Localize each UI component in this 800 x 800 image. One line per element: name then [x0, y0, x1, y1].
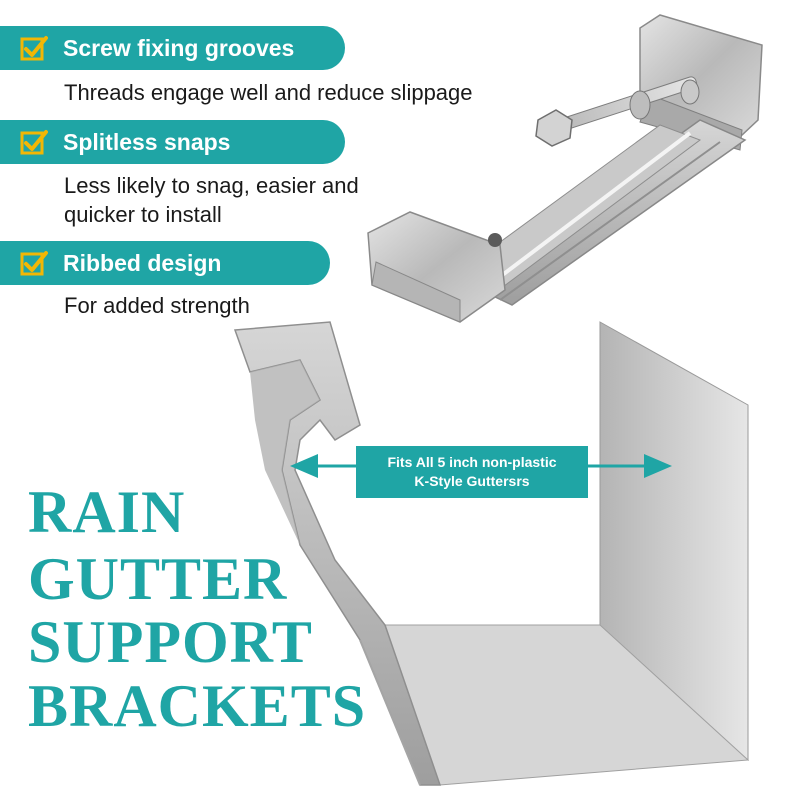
- feature-pill-screw-fixing-grooves: Screw fixing grooves: [0, 26, 345, 70]
- fit-note-box: Fits All 5 inch non-plastic K-Style Gutt…: [356, 446, 588, 498]
- title-line-2: GUTTER: [28, 546, 288, 612]
- feature-description: Less likely to snag, easier and quicker …: [64, 173, 359, 227]
- title-line-4: BRACKETS: [28, 673, 367, 739]
- title-line-3: SUPPORT: [28, 609, 313, 675]
- feature-label: Screw fixing grooves: [63, 35, 295, 61]
- gutter-bracket-image: [367, 14, 763, 323]
- k-style-gutter-image: [233, 321, 750, 786]
- feature-description: For added strength: [64, 293, 250, 318]
- feature-label: Ribbed design: [63, 250, 222, 276]
- checkbox-check-icon: [20, 251, 48, 276]
- fit-note-line1: Fits All 5 inch non-plastic: [387, 454, 557, 470]
- fit-note-line2: K-Style Guttersrs: [414, 473, 530, 489]
- feature-description: Threads engage well and reduce slippage: [64, 80, 473, 105]
- feature-pill-splitless-snaps: Splitless snaps: [0, 120, 345, 164]
- feature-label: Splitless snaps: [63, 129, 231, 155]
- feature-pill-ribbed-design: Ribbed design: [0, 241, 330, 285]
- checkbox-check-icon: [20, 130, 48, 155]
- checkbox-check-icon: [20, 36, 48, 61]
- title-line-1: RAIN: [28, 479, 186, 545]
